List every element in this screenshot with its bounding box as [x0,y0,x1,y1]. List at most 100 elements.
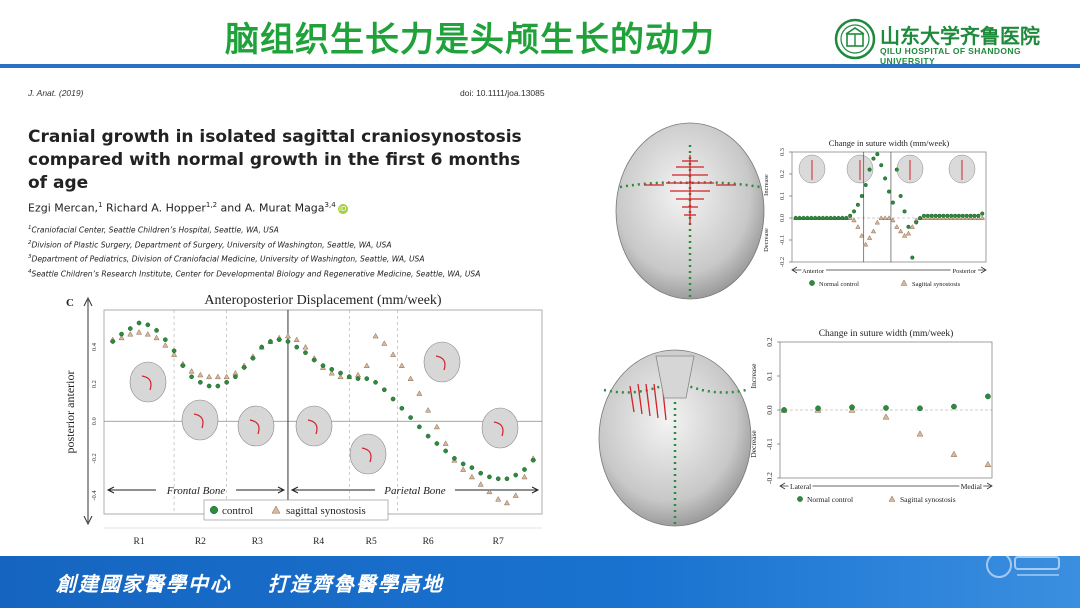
data-point-circle [980,211,985,216]
data-point-triangle [900,279,908,286]
legend-label: sagittal synostosis [286,505,366,517]
data-point-triangle [898,228,904,234]
skull-thumbnail [349,433,387,475]
data-point-triangle [859,232,865,238]
x-arrowhead [779,482,786,490]
data-point-triangle [433,423,440,430]
data-point-circle [276,337,282,343]
data-point-circle [373,379,378,385]
y-axis-arrow-down [83,515,93,526]
affiliation-item: 1Craniofacial Center, Seattle Children’s… [28,222,480,237]
suture-markers [619,145,761,297]
data-point-circle [119,331,124,337]
data-point-triangle [363,362,370,368]
side-label-increase: Increase [763,174,770,196]
side-label-increase: Increase [749,363,758,389]
data-point-triangle [390,351,397,357]
data-point-triangle [460,466,467,472]
orcid-icon[interactable]: iD [337,203,348,214]
y-tick-label: 0.2 [91,380,98,388]
data-point-circle [522,467,527,472]
skull-top-view-anterior [598,349,752,527]
plot-frame [791,151,987,263]
affiliation-text: Division of Plastic Surgery, Department … [31,240,392,250]
affiliation-text: Seattle Children’s Research Institute, C… [31,269,481,279]
y-tick-label: 0.4 [91,342,98,351]
displacement-arrow [435,355,446,371]
data-point-circle [867,167,872,172]
y-tick-label: 0.0 [91,417,98,425]
data-point-circle [848,213,853,218]
affiliation-sup: 2 [28,239,32,246]
paper-title-line: Cranial growth in isolated sagittal cran… [28,127,522,147]
data-point-circle [968,213,973,218]
data-point-circle [883,176,888,181]
data-point-circle [136,320,142,326]
data-point-triangle [372,332,379,339]
data-point-circle [399,405,405,411]
data-point-triangle [863,241,869,247]
data-point-circle [189,374,194,380]
data-point-circle [828,215,833,221]
data-point-circle [530,457,536,463]
data-point-circle [346,374,352,380]
chart-legend: control sagittal synostosis [203,499,389,521]
chart-title: Anteroposterior Displacement (mm/week) [204,293,441,308]
data-point-circle [929,213,934,218]
header-divider [0,64,1080,68]
data-point-circle [859,193,864,199]
data-point-circle [478,470,484,476]
affiliation-item: 4Seattle Children’s Research Institute, … [28,266,480,281]
data-point-circle [949,213,954,218]
data-point-triangle [950,450,958,457]
y-tick-label: -0.2 [91,453,98,463]
chart-title: Change in suture width (mm/week) [819,328,954,339]
data-point-circle [894,167,899,172]
data-point-triangle [984,460,992,468]
affiliation-list: 1Craniofacial Center, Seattle Children’s… [28,222,480,281]
affiliation-sup: 4 [28,269,32,276]
author-name: Richard A. Hopper [102,201,206,215]
data-point-circle [162,337,168,343]
data-point-circle [224,379,229,385]
x-end-label-right: Posterior [953,268,977,275]
watermark-logo-icon [986,552,1060,578]
data-point-triangle [223,373,230,380]
displacement-arrow [249,419,260,435]
data-point-triangle [442,440,449,446]
data-point-triangle [901,232,908,238]
displacement-arrow [493,421,504,437]
data-point-circle [863,182,868,188]
data-point-circle [259,344,265,350]
displacement-arrow [193,413,204,429]
x-arrowhead [980,266,987,274]
data-point-triangle [503,499,510,506]
footer-slogan: 創建國家醫學中心 打造齊魯醫學高地 [56,572,444,596]
data-point-circle [110,339,116,344]
region-label: R2 [195,537,206,547]
data-point-circle [832,215,837,221]
data-point-circle [504,476,510,482]
data-point-circle [381,387,387,393]
author-name: Ezgi Mercan, [28,201,99,215]
skull-thumbnail [237,405,275,447]
paper-title-line: of age [28,173,89,193]
data-point-circle [972,213,977,218]
data-point-circle [914,220,919,225]
legend-label: control [222,505,253,517]
bone-arrowhead [277,486,286,494]
hospital-name-english: QILU HOSPITAL OF SHANDONG UNIVERSITY [880,46,1021,66]
data-point-circle [797,215,802,221]
skull-thumbnail [481,407,519,449]
data-point-circle [452,456,457,461]
data-point-triangle [197,371,204,378]
data-point-circle [329,366,335,372]
data-point-triangle [512,492,519,498]
data-point-triangle [909,224,915,229]
data-point-circle [849,404,855,411]
author-affil-sup: 3,4 [324,201,336,209]
region-label: R4 [313,537,324,547]
affiliation-item: 2Division of Plastic Surgery, Department… [28,237,480,252]
data-point-circle [180,363,186,368]
